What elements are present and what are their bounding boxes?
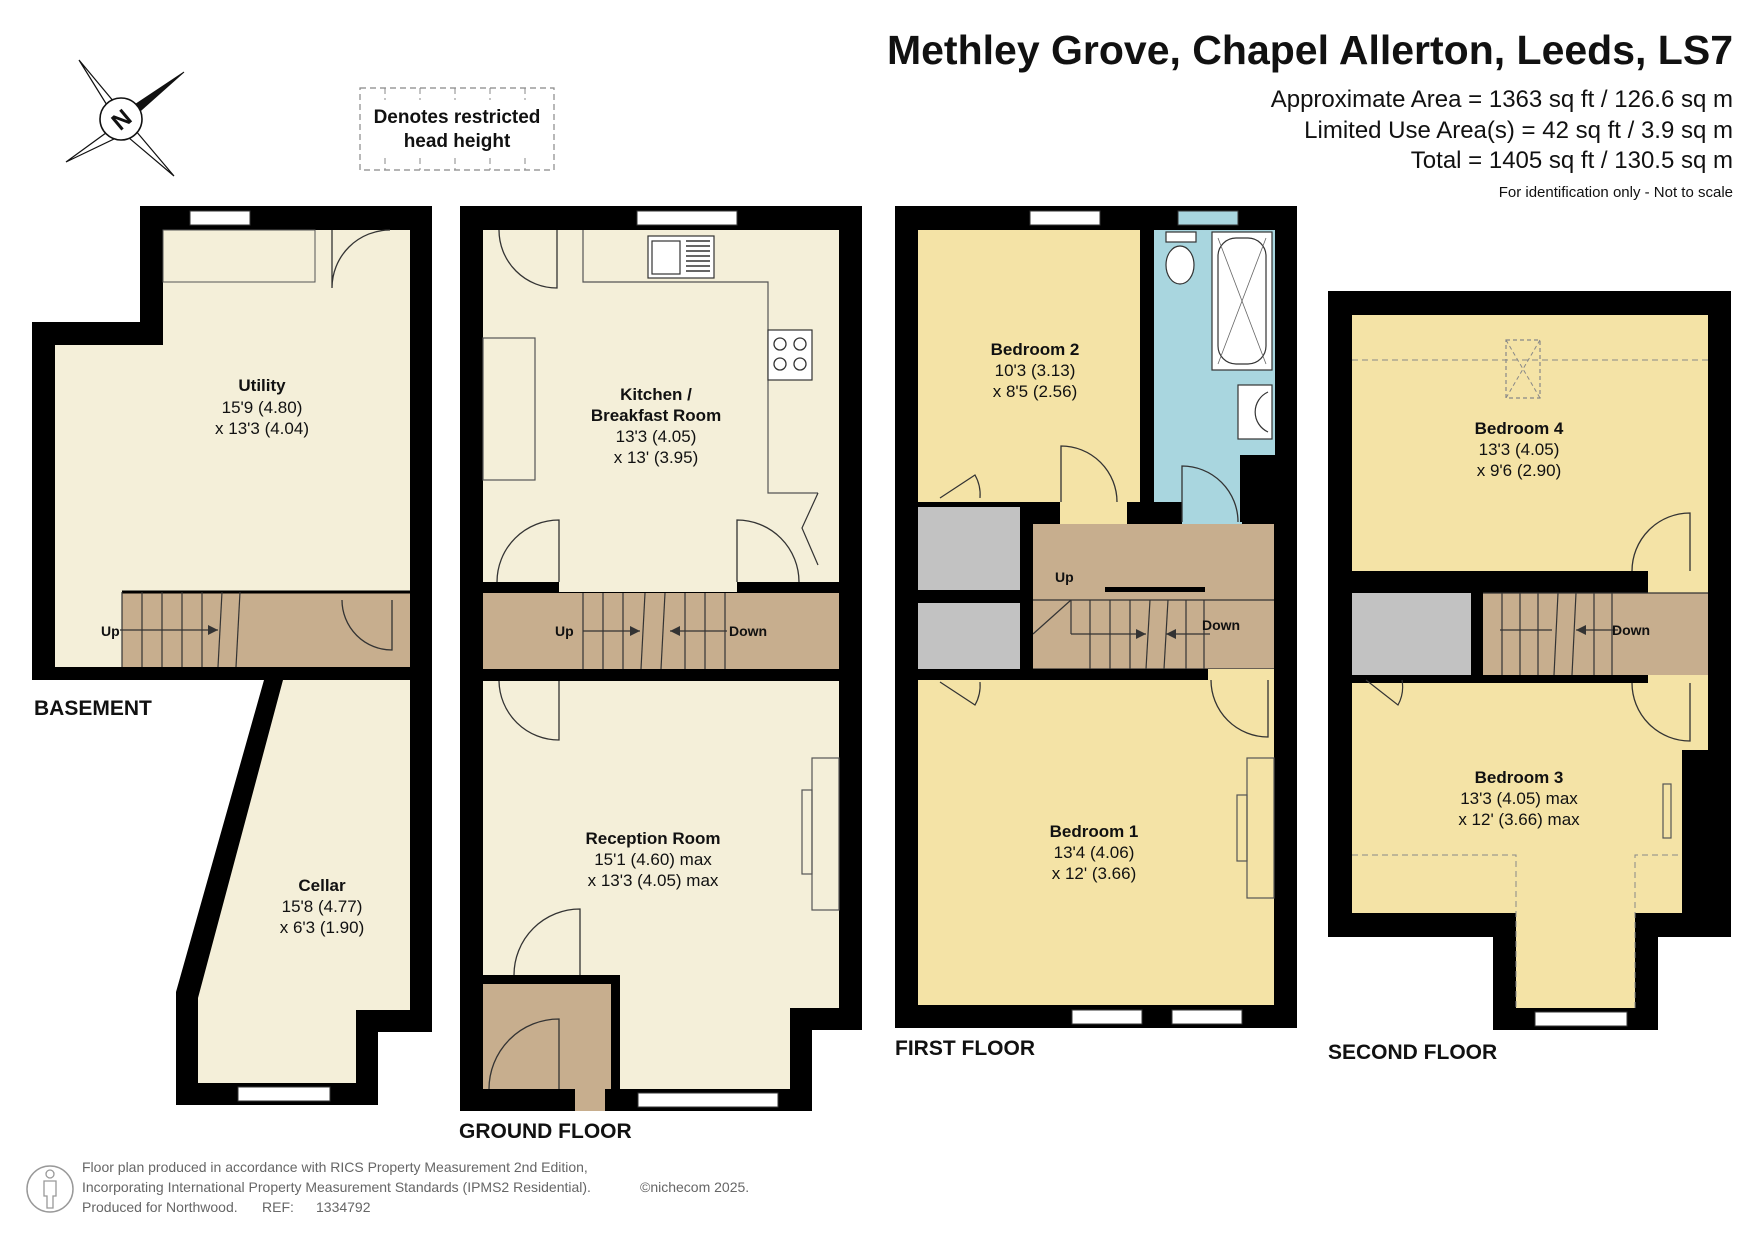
bedroom2-dim2: x 8'5 (2.56): [993, 382, 1078, 401]
cellar-dim1: 15'8 (4.77): [282, 897, 363, 916]
second-floor: Down Bedroom 4 13'3 (4.05) x 9'6 (2.90) …: [1328, 291, 1731, 1064]
second-floor-label: SECOND FLOOR: [1328, 1041, 1497, 1064]
approximate-area: Approximate Area = 1363 sq ft / 126.6 sq…: [1271, 86, 1733, 113]
cupboard-1: [918, 507, 1020, 590]
sink-icon: [647, 235, 715, 279]
limited-use-area: Limited Use Area(s) = 42 sq ft / 3.9 sq …: [1304, 117, 1733, 144]
bedroom4-name: Bedroom 4: [1475, 419, 1564, 438]
footer-ref-label: REF:: [262, 1199, 294, 1215]
ground-floor-label: GROUND FLOOR: [459, 1120, 632, 1143]
bedroom1-dim2: x 12' (3.66): [1052, 864, 1137, 883]
hob-icon: [767, 329, 813, 381]
reception-dim2: x 13'3 (4.05) max: [588, 871, 719, 890]
first-floor-label: FIRST FLOOR: [895, 1037, 1035, 1060]
ground-stairs-up: Up: [555, 623, 574, 639]
cellar-dim2: x 6'3 (1.90): [280, 918, 365, 937]
bedroom3-dim2: x 12' (3.66) max: [1458, 810, 1580, 829]
ground-stairs-down: Down: [729, 623, 767, 639]
first-stairs-down: Down: [1202, 617, 1240, 633]
footer-ref-value: 1334792: [316, 1199, 371, 1215]
cupboard-3: [1352, 593, 1471, 675]
bedroom2-name: Bedroom 2: [991, 340, 1080, 359]
ground-floor: Up Down Kit: [459, 206, 862, 1143]
bedroom1-name: Bedroom 1: [1050, 822, 1139, 841]
kitchen-room: [483, 230, 839, 582]
skylight-icon: [1505, 339, 1541, 399]
bedroom3-dim1: 13'3 (4.05) max: [1460, 789, 1578, 808]
bedroom3-name: Bedroom 3: [1475, 768, 1564, 787]
footer-line-1: Floor plan produced in accordance with R…: [82, 1159, 588, 1175]
restricted-height-legend: Denotes restricted head height: [359, 87, 555, 171]
footer-line-2: Incorporating International Property Mea…: [82, 1179, 591, 1195]
property-title: Methley Grove, Chapel Allerton, Leeds, L…: [887, 27, 1733, 73]
kitchen-dim2: x 13' (3.95): [614, 448, 699, 467]
footer-copyright: ©nichecom 2025.: [640, 1179, 749, 1195]
legend-line-2: head height: [404, 131, 511, 152]
basement-stairs-up: Up: [101, 623, 120, 639]
person-icon: [26, 1165, 74, 1213]
first-landing: [1033, 524, 1274, 669]
compass-icon: N: [65, 59, 185, 177]
second-stairs-down: Down: [1612, 622, 1650, 638]
ground-stairs: [483, 593, 839, 669]
first-floor: Up Down Bedroom 2: [895, 206, 1297, 1060]
kitchen-name-1: Kitchen /: [620, 385, 692, 404]
kitchen-name-2: Breakfast Room: [591, 406, 721, 425]
bedroom-2: [918, 230, 1140, 502]
disclaimer: For identification only - Not to scale: [1499, 184, 1733, 201]
toilet-icon: [1165, 245, 1195, 285]
basement-label: BASEMENT: [34, 697, 152, 720]
bedroom4-dim2: x 9'6 (2.90): [1477, 461, 1562, 480]
porch: [483, 983, 615, 1089]
total-area: Total = 1405 sq ft / 130.5 sq m: [1411, 147, 1733, 174]
utility-room: [55, 230, 410, 667]
utility-dim1: 15'9 (4.80): [222, 398, 303, 417]
footer-produced-for: Produced for Northwood.: [82, 1199, 238, 1215]
legend-line-1: Denotes restricted: [374, 107, 541, 128]
cellar-name: Cellar: [298, 876, 346, 895]
utility-dim2: x 13'3 (4.04): [215, 419, 309, 438]
bedroom4-dim1: 13'3 (4.05): [1479, 440, 1560, 459]
cupboard-2: [918, 603, 1020, 680]
basement-floor: Up Utility 15'9 (4.80) x 13'3 (4.04) Cel…: [32, 206, 432, 1105]
footer: Floor plan produced in accordance with R…: [26, 1159, 749, 1215]
bedroom-1: [918, 680, 1274, 1005]
bedroom1-dim1: 13'4 (4.06): [1054, 843, 1135, 862]
utility-name: Utility: [238, 376, 286, 395]
reception-name: Reception Room: [585, 829, 720, 848]
bedroom2-dim1: 10'3 (3.13): [995, 361, 1076, 380]
cellar-room: [198, 680, 410, 1083]
kitchen-dim1: 13'3 (4.05): [616, 427, 697, 446]
bedroom-4: [1352, 315, 1708, 571]
reception-dim1: 15'1 (4.60) max: [594, 850, 712, 869]
first-stairs-up: Up: [1055, 569, 1074, 585]
bedroom-3: [1352, 683, 1708, 1008]
